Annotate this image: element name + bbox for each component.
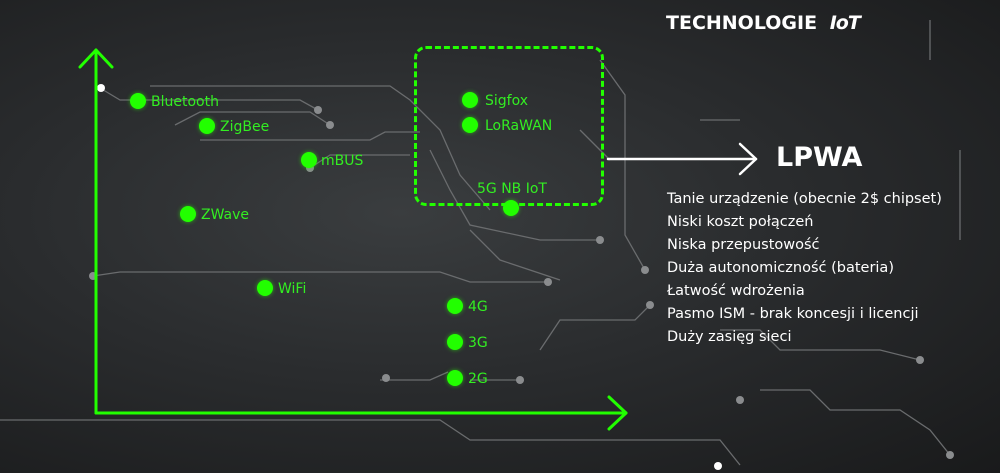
lpwa-feature-item: Niska przepustowość bbox=[667, 237, 820, 253]
3g-label: 3G bbox=[468, 335, 488, 351]
zwave-node-dot bbox=[180, 206, 196, 222]
brand-title: TECHNOLOGIE IoT bbox=[666, 12, 861, 34]
bluetooth-label: Bluetooth bbox=[151, 94, 219, 110]
axes bbox=[78, 48, 628, 431]
lorawan-node-dot bbox=[462, 117, 478, 133]
lpwa-connector bbox=[606, 142, 758, 176]
sigfox-label: Sigfox bbox=[485, 93, 529, 109]
bluetooth-node-dot bbox=[130, 93, 146, 109]
connector-arrowhead bbox=[738, 142, 758, 176]
lpwa-feature-item: Duży zasięg sieci bbox=[667, 329, 792, 345]
sigfox-node-dot bbox=[462, 92, 478, 108]
zigbee-label: ZigBee bbox=[220, 119, 270, 135]
y-axis-arrowhead bbox=[78, 48, 114, 69]
lpwa-feature-item: Duża autonomiczność (bateria) bbox=[667, 260, 894, 276]
zigbee-node-dot bbox=[199, 118, 215, 134]
x-axis-arrowhead bbox=[607, 395, 628, 431]
lpwa-feature-list: Tanie urządzenie (obecnie 2$ chipset) Ni… bbox=[667, 188, 942, 349]
lpwa-feature-item: Łatwość wdrożenia bbox=[667, 283, 805, 299]
lorawan-label: LoRaWAN bbox=[485, 118, 553, 134]
lpwa-title: LPWA bbox=[776, 142, 863, 173]
wifi-node-dot bbox=[257, 280, 273, 296]
mbus-label: mBUS bbox=[321, 153, 364, 169]
white-nodes bbox=[97, 84, 722, 470]
iot-logo: IoT bbox=[829, 12, 861, 34]
3g-node-dot bbox=[447, 334, 463, 350]
mbus-node-dot bbox=[301, 152, 317, 168]
lpwa-feature-item: Pasmo ISM - brak koncesji i licencji bbox=[667, 306, 919, 322]
nbiot-label: 5G NB IoT bbox=[477, 181, 547, 197]
lpwa-feature-item: Tanie urządzenie (obecnie 2$ chipset) bbox=[667, 191, 942, 207]
4g-label: 4G bbox=[468, 299, 488, 315]
brand-title-text: TECHNOLOGIE bbox=[666, 12, 818, 34]
circuit-traces bbox=[0, 20, 961, 466]
zwave-label: ZWave bbox=[201, 207, 250, 223]
2g-node-dot bbox=[447, 370, 463, 386]
lpwa-feature-item: Niski koszt połączeń bbox=[667, 214, 814, 230]
wifi-label: WiFi bbox=[278, 281, 307, 297]
nbiot-node-dot bbox=[503, 200, 519, 216]
4g-node-dot bbox=[447, 298, 463, 314]
2g-label: 2G bbox=[468, 371, 488, 387]
